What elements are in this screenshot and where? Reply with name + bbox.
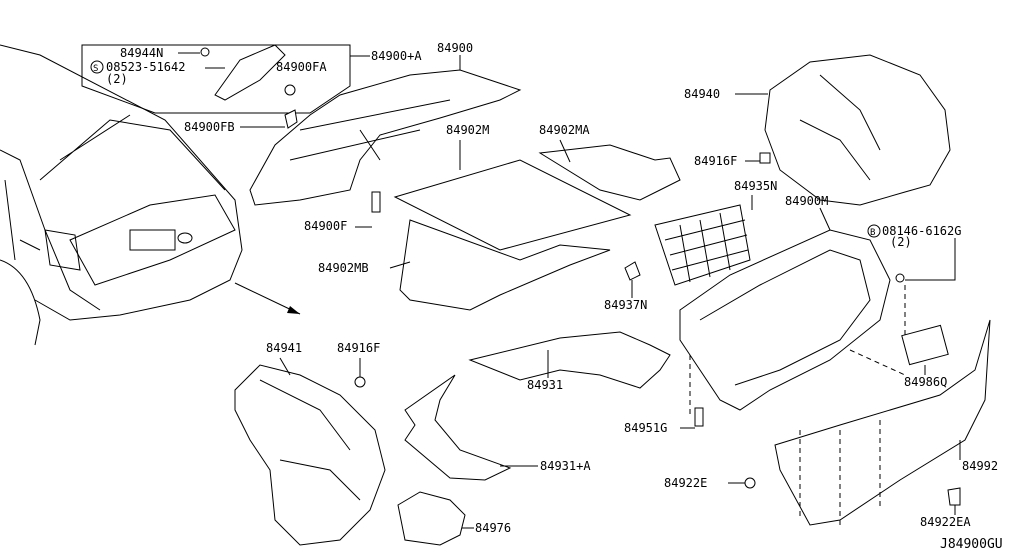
- label-84900M: 84900M: [785, 194, 828, 208]
- label-84931A: 84931+A: [540, 459, 591, 473]
- rear-parcel-shelf-84900: [249, 69, 522, 206]
- label-84902MA: 84902MA: [539, 123, 590, 137]
- side-trim-84940: [764, 54, 951, 206]
- label-84940: 84940: [684, 87, 720, 101]
- label-84976: 84976: [475, 521, 511, 535]
- label-84931: 84931: [527, 378, 563, 392]
- label-08146-qty: (2): [890, 235, 912, 249]
- floor-mat-84931: [468, 331, 671, 389]
- label-84900F: 84900F: [304, 219, 347, 233]
- bracket-84976: [397, 491, 466, 546]
- label-prefix-b: B: [870, 228, 875, 238]
- label-84916F-top: 84916F: [694, 154, 737, 168]
- label-84951G: 84951G: [624, 421, 667, 435]
- side-trim-84941: [234, 364, 386, 546]
- label-84900A: 84900+A: [371, 49, 422, 63]
- label-prefix-s: S: [93, 64, 98, 74]
- latch-cover-84986Q: [901, 324, 949, 366]
- label-84902MB: 84902MB: [318, 261, 369, 275]
- diagram-code: J84900GU: [940, 537, 1003, 552]
- direction-arrow: [234, 282, 301, 315]
- label-84922E: 84922E: [664, 476, 707, 490]
- side-finisher-part: [214, 44, 286, 101]
- label-84900FA: 84900FA: [276, 60, 327, 74]
- label-84922EA: 84922EA: [920, 515, 971, 529]
- label-84944N: 84944N: [120, 46, 163, 60]
- label-84900: 84900: [437, 41, 473, 55]
- label-08523-qty: (2): [106, 72, 128, 86]
- label-08523-51642: 08523-51642: [106, 60, 185, 74]
- label-08146-6162G: 08146-6162G: [882, 224, 961, 238]
- label-84986Q: 84986Q: [904, 375, 947, 389]
- label-84992: 84992: [962, 459, 998, 473]
- label-84941: 84941: [266, 341, 302, 355]
- part-labels: 84944N S 08523-51642 (2) 84900+A 84900 8…: [90, 41, 1003, 552]
- callout-box-84900A: [81, 44, 351, 114]
- label-84900FB: 84900FB: [184, 120, 235, 134]
- vehicle-rear-illustration: [0, 44, 243, 346]
- label-84902M: 84902M: [446, 123, 489, 137]
- label-84916F-bottom: 84916F: [337, 341, 380, 355]
- mat-84902MB: [399, 219, 611, 311]
- label-84937N: 84937N: [604, 298, 647, 312]
- label-84935N: 84935N: [734, 179, 777, 193]
- rear-finisher-84992: [774, 319, 991, 526]
- floor-mat-84931A: [404, 374, 512, 481]
- trunk-floor-mat-84902M: [393, 159, 632, 251]
- mat-84902MA: [538, 144, 681, 201]
